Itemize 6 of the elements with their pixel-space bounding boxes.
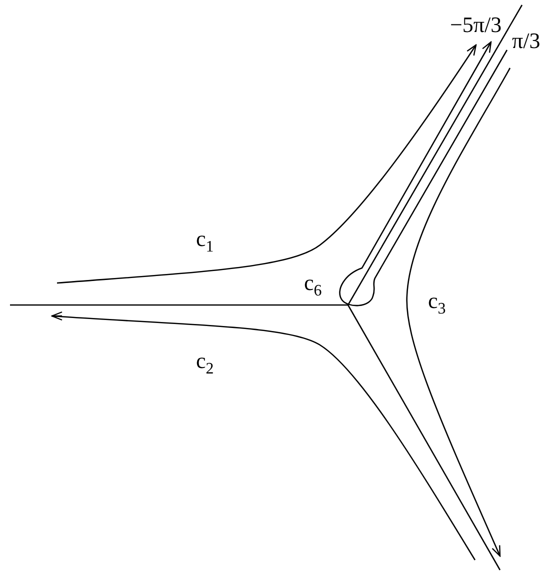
angle-label: π/3 bbox=[512, 30, 540, 52]
contour-label: c$_{3}$ bbox=[428, 290, 446, 318]
contour-label: c$_{6}$ bbox=[304, 272, 322, 300]
angle-label: −5π/3 bbox=[450, 14, 502, 36]
contour-label: c$_{1}$ bbox=[196, 228, 214, 256]
contour-label: c$_{2}$ bbox=[196, 350, 214, 378]
